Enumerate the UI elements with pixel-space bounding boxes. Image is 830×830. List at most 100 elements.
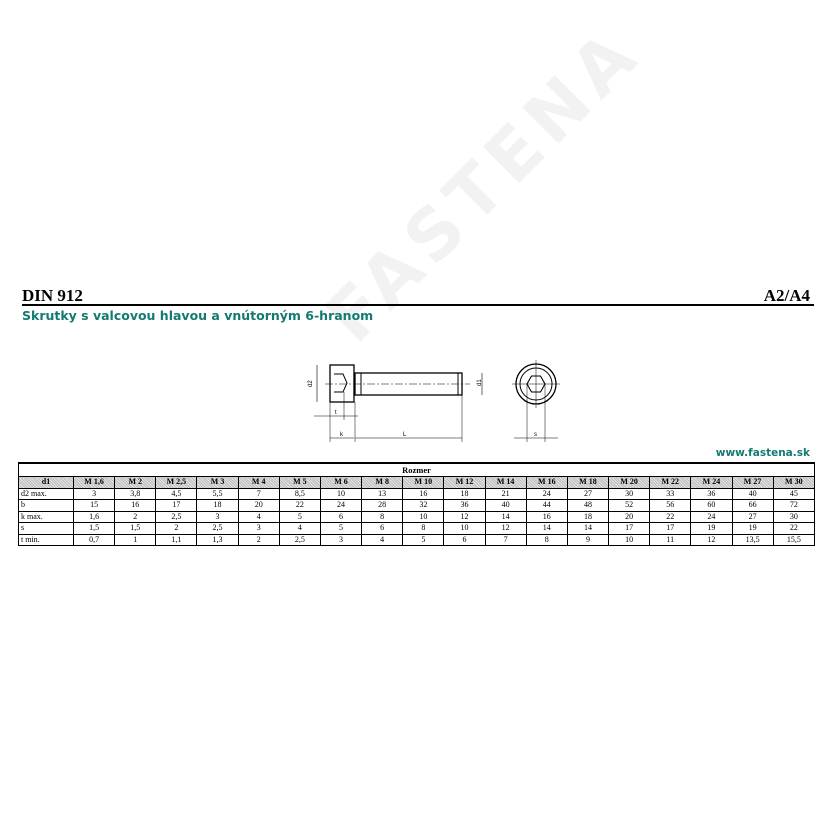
label-L: L bbox=[403, 432, 407, 438]
table-cell: 14 bbox=[484, 510, 527, 523]
table-cell: 1,6 bbox=[72, 510, 116, 523]
table-cell: 45 bbox=[772, 487, 816, 500]
table-cell: 12 bbox=[690, 533, 733, 546]
table-cell: 1,5 bbox=[114, 522, 157, 535]
table-cell: 24 bbox=[525, 487, 568, 500]
screw-drawing: d2 d1 t k L s bbox=[308, 360, 560, 442]
row-label: b bbox=[18, 499, 74, 512]
header-label: d1 bbox=[18, 476, 74, 489]
table-cell: 32 bbox=[402, 499, 445, 512]
label-d2: d2 bbox=[308, 380, 314, 387]
table-cell: 2,5 bbox=[278, 533, 321, 546]
table-cell: 21 bbox=[484, 487, 527, 500]
standard-title: DIN 912 bbox=[22, 286, 83, 305]
table-cell: 18 bbox=[443, 487, 486, 500]
table-cell: 44 bbox=[525, 499, 568, 512]
table-cell: 30 bbox=[608, 487, 651, 500]
table-cell: 40 bbox=[484, 499, 527, 512]
table-cell: 56 bbox=[649, 499, 692, 512]
table-cell: 1 bbox=[114, 533, 157, 546]
table-cell: 3 bbox=[237, 522, 280, 535]
website-link[interactable]: www.fastena.sk bbox=[715, 447, 810, 459]
table-cell: 2 bbox=[155, 522, 198, 535]
header-divider bbox=[22, 304, 814, 306]
table-cell: 15,5 bbox=[772, 533, 816, 546]
table-cell: 3 bbox=[72, 487, 116, 500]
table-cell: 15 bbox=[72, 499, 116, 512]
table-cell: 40 bbox=[731, 487, 774, 500]
table-cell: 48 bbox=[566, 499, 610, 512]
size-header: M 12 bbox=[443, 476, 486, 489]
table-cell: 27 bbox=[731, 510, 774, 523]
size-header: M 20 bbox=[608, 476, 651, 489]
size-header: M 24 bbox=[690, 476, 733, 489]
table-cell: 18 bbox=[566, 510, 610, 523]
table-cell: 36 bbox=[690, 487, 733, 500]
material-grade: A2/A4 bbox=[763, 286, 810, 305]
table-cell: 52 bbox=[608, 499, 651, 512]
table-cell: 22 bbox=[772, 522, 816, 535]
size-header: M 2 bbox=[114, 476, 157, 489]
table-cell: 28 bbox=[361, 499, 404, 512]
table-cell: 20 bbox=[608, 510, 651, 523]
row-label: d2 max. bbox=[18, 487, 74, 500]
table-cell: 9 bbox=[566, 533, 610, 546]
table-cell: 16 bbox=[402, 487, 445, 500]
size-header: M 16 bbox=[525, 476, 568, 489]
table-cell: 24 bbox=[319, 499, 363, 512]
table-cell: 5 bbox=[402, 533, 445, 546]
table-cell: 16 bbox=[525, 510, 568, 523]
table-cell: 66 bbox=[731, 499, 774, 512]
table-cell: 2,5 bbox=[196, 522, 239, 535]
table-cell: 19 bbox=[690, 522, 733, 535]
table-cell: 5 bbox=[319, 522, 363, 535]
row-label: s bbox=[18, 522, 74, 535]
size-header: M 2,5 bbox=[155, 476, 198, 489]
table-cell: 72 bbox=[772, 499, 816, 512]
table-cell: 0,7 bbox=[72, 533, 116, 546]
table-cell: 3 bbox=[319, 533, 363, 546]
table-cell: 1,5 bbox=[72, 522, 116, 535]
table-cell: 13,5 bbox=[731, 533, 774, 546]
table-cell: 17 bbox=[155, 499, 198, 512]
table-cell: 20 bbox=[237, 499, 280, 512]
table-cell: 7 bbox=[484, 533, 527, 546]
size-header: M 22 bbox=[649, 476, 692, 489]
row-label: k max. bbox=[18, 510, 74, 523]
table-cell: 19 bbox=[731, 522, 774, 535]
table-cell: 2 bbox=[114, 510, 157, 523]
size-header: M 8 bbox=[361, 476, 404, 489]
table-cell: 14 bbox=[525, 522, 568, 535]
table-cell: 4 bbox=[361, 533, 404, 546]
table-cell: 2,5 bbox=[155, 510, 198, 523]
table-cell: 33 bbox=[649, 487, 692, 500]
table-cell: 4 bbox=[278, 522, 321, 535]
size-header: M 3 bbox=[196, 476, 239, 489]
size-header: M 27 bbox=[731, 476, 774, 489]
size-header: M 30 bbox=[772, 476, 816, 489]
table-cell: 5 bbox=[278, 510, 321, 523]
table-cell: 27 bbox=[566, 487, 610, 500]
table-cell: 16 bbox=[114, 499, 157, 512]
table-cell: 36 bbox=[443, 499, 486, 512]
table-cell: 4,5 bbox=[155, 487, 198, 500]
table-cell: 4 bbox=[237, 510, 280, 523]
table-cell: 12 bbox=[484, 522, 527, 535]
table-cell: 6 bbox=[361, 522, 404, 535]
label-d1: d1 bbox=[477, 379, 483, 386]
table-cell: 24 bbox=[690, 510, 733, 523]
table-cell: 8 bbox=[525, 533, 568, 546]
table-cell: 17 bbox=[608, 522, 651, 535]
table-cell: 1,3 bbox=[196, 533, 239, 546]
table-cell: 7 bbox=[237, 487, 280, 500]
size-header: M 5 bbox=[278, 476, 321, 489]
table-cell: 18 bbox=[196, 499, 239, 512]
table-cell: 1,1 bbox=[155, 533, 198, 546]
size-header: M 6 bbox=[319, 476, 363, 489]
